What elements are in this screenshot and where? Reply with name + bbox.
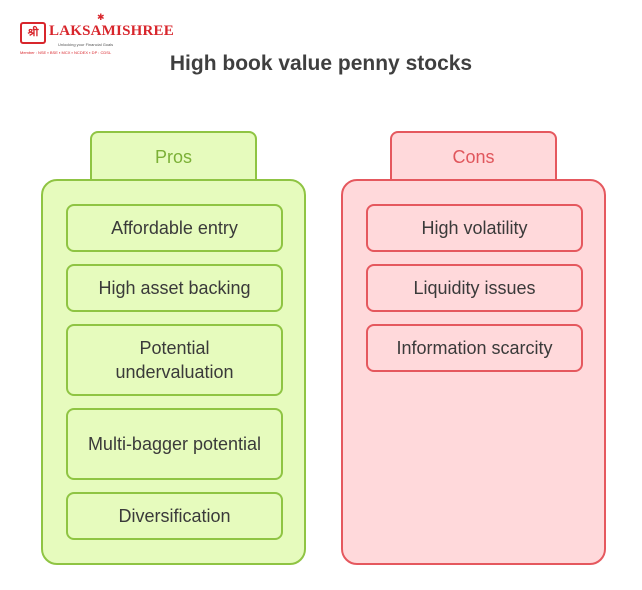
- cons-item: High volatility: [366, 204, 583, 252]
- cons-panel: High volatility Liquidity issues Informa…: [341, 179, 606, 565]
- pros-item: Affordable entry: [66, 204, 283, 252]
- pros-item: Multi-bagger potential: [66, 408, 283, 480]
- logo-tagline: Unlocking your Financial Goals: [58, 42, 114, 47]
- pros-item: High asset backing: [66, 264, 283, 312]
- pros-panel: Affordable entry High asset backing Pote…: [41, 179, 306, 565]
- star-icon: ✱: [97, 12, 105, 22]
- cons-tab: Cons: [390, 131, 557, 183]
- cons-item: Information scarcity: [366, 324, 583, 372]
- brand-logo: श्री ✱ LAKSAMISHREE Unlocking your Finan…: [20, 12, 174, 62]
- pros-item: Diversification: [66, 492, 283, 540]
- logo-mark: श्री: [20, 22, 46, 44]
- logo-name: LAKSAMISHREE: [49, 23, 174, 39]
- page-title: High book value penny stocks: [169, 52, 473, 75]
- logo-members: Member : NSE ▪ BSE ▪ MCX ▪ NCDEX ▪ DP : …: [20, 50, 112, 55]
- cons-item: Liquidity issues: [366, 264, 583, 312]
- pros-item: Potential undervaluation: [66, 324, 283, 396]
- pros-tab: Pros: [90, 131, 257, 183]
